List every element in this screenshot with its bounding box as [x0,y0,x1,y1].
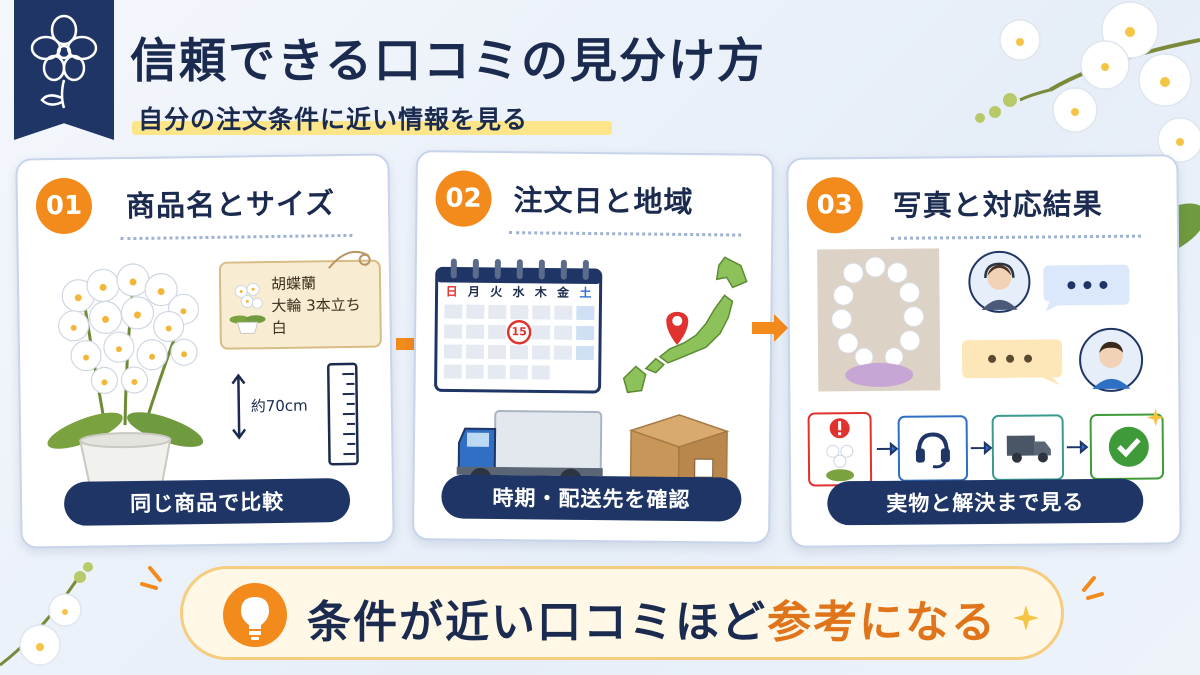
subtitle-highlight [132,121,612,135]
dotted-divider [509,231,742,237]
weekday-wed: 水 [512,285,525,300]
japan-map-icon [622,256,748,394]
orchid-pot-icon [47,263,204,492]
step-card-photo-response: 03 写真と対応結果 [786,154,1182,548]
logo-banner [14,0,114,140]
step-number: 01 [35,177,93,235]
step-number: 02 [435,170,492,227]
conclusion-main: 条件が近い口コミほど [307,597,767,648]
small-orchid-icon [229,282,266,335]
dotted-divider [120,233,353,241]
conclusion-banner: 条件が近い口コミほど参考になる [180,566,1064,660]
conclusion-text: 条件が近い口コミほど参考になる [307,586,997,650]
conclusion-accent: 参考になる [767,597,997,648]
tag-text: 胡蝶蘭 大輪 3本立ち 白 [271,272,361,339]
page-title: 信頼できる口コミの見分け方 [130,34,767,89]
burst-lines-icon [140,566,162,590]
step-title: 商品名とサイズ [125,186,336,224]
orchid-decoration-left-icon [0,562,93,667]
arrow-right-icon [752,314,788,342]
weekday-sun: 日 [445,284,458,299]
step-card-date-region: 02 注文日と地域 [411,150,775,544]
weekday-mon: 月 [467,284,481,299]
step-title: 注文日と地域 [513,183,694,220]
step-number: 03 [806,177,863,234]
tag-line-color: 白 [271,318,287,338]
check-circle-icon [1108,426,1149,467]
weekday-fri: 金 [557,285,570,300]
step-card-product-size: 01 商品名とサイズ [15,153,395,549]
subtitle-text: 自分の注文条件に近い情報を見る [138,105,529,134]
orchid-photo-icon [813,244,945,396]
dotted-divider [890,234,1142,240]
headset-icon [915,432,950,469]
tag-line-size: 大輪 3本立ち [271,295,361,316]
customer-avatar-icon [1079,327,1144,392]
operator-avatar-icon [968,250,1031,313]
height-arrow-icon [231,373,247,440]
speech-bubble-icon [1043,264,1130,312]
warning-icon [829,418,850,439]
orchid-logo-icon [30,14,98,109]
step-footer: 同じ商品で比較 [63,477,351,526]
step-title: 写真と対応結果 [892,186,1103,223]
sparkle-icon [1013,605,1039,631]
truck-icon [1006,435,1051,463]
burst-lines-icon [1082,576,1104,600]
weekday-thu: 木 [534,285,547,300]
tag-string-icon [328,250,371,269]
small-orchid-icon [826,444,855,482]
ruler-icon [326,362,359,466]
height-label: 約70cm [250,396,308,416]
lightbulb-icon [223,583,287,647]
resolution-flow [807,406,1168,489]
calendar-marked-day: 15 [511,325,527,339]
product-tag: 胡蝶蘭 大輪 3本立ち 白 [218,259,382,350]
weekday-sat: 土 [579,285,592,300]
calendar-icon: 日 月 火 水 木 金 土 15 [434,256,603,394]
calendar-weekdays: 日 月 火 水 木 金 土 [440,282,596,301]
speech-bubble-icon [961,339,1063,386]
sparkle-icon [1146,408,1165,427]
step-footer: 時期・配送先を確認 [441,474,742,522]
step-footer: 実物と解決まで見る [827,478,1144,526]
weekday-tue: 火 [490,284,503,300]
subtitle: 自分の注文条件に近い情報を見る [132,100,612,136]
tag-line-variety: 胡蝶蘭 [270,274,317,294]
